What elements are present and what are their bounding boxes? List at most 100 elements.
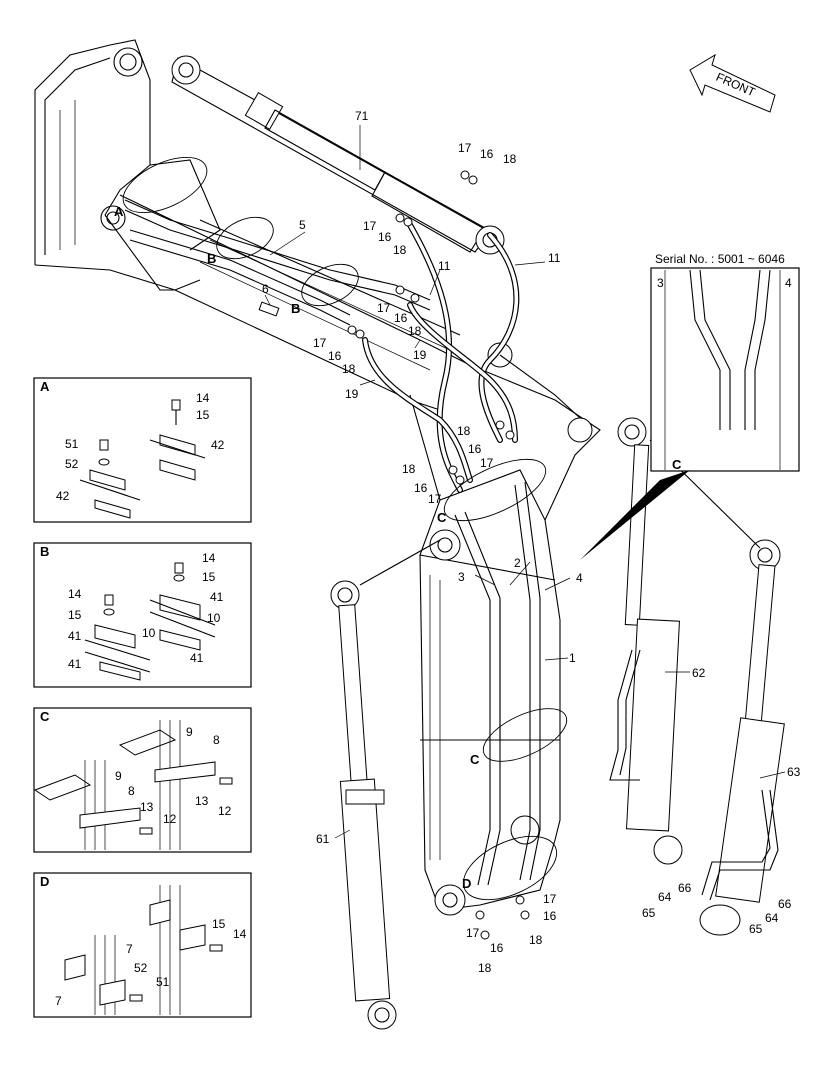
detail-b-label: 41 [68,657,82,671]
callout-63: 63 [787,765,801,779]
detail-a-label: 52 [65,457,79,471]
detail-c-label: 8 [213,733,220,747]
detail-a-label: 51 [65,437,79,451]
detail-c-label: 13 [140,800,154,814]
detail-box-d [33,872,252,1018]
callout-17: 17 [363,219,377,233]
serial-label: Serial No. : 5001 ~ 6046 [655,252,785,266]
inset-callout-3: 3 [657,276,664,290]
callout-18: 18 [408,324,422,338]
section-letter-c: C [437,510,447,525]
detail-a-label: 42 [211,438,225,452]
callout-64: 64 [658,890,672,904]
bucket-cylinder-63 [649,439,785,936]
callout-65: 65 [749,922,763,936]
callout-17: 17 [313,336,327,350]
front-arrow [689,53,776,113]
callout-5: 5 [299,218,306,232]
callout-17: 17 [543,892,557,906]
detail-c-label: 12 [218,804,232,818]
detail-d-label: 15 [212,917,226,931]
section-letter-a: A [114,204,124,219]
callout-17: 17 [458,141,472,155]
callout-18: 18 [393,243,407,257]
fittings [347,170,530,940]
detail-box-c [33,707,252,853]
callout-65: 65 [642,906,656,920]
callout-16: 16 [328,349,342,363]
callout-18: 18 [342,362,356,376]
callout-16: 16 [490,941,504,955]
callout-17: 17 [480,456,494,470]
detail-c-label: 12 [163,812,177,826]
hoses [362,222,520,493]
detail-a-label: 14 [196,391,210,405]
section-letter-b: B [207,251,216,266]
callout-16: 16 [480,147,494,161]
detail-c-title: C [40,709,50,724]
callout-16: 16 [378,230,392,244]
callout-11: 11 [548,251,561,265]
callout-16: 16 [543,909,557,923]
detail-c-label: 9 [115,769,122,783]
callout-4: 4 [576,571,583,585]
callout-2: 2 [514,556,521,570]
detail-d-label: 51 [156,975,170,989]
detail-box-b [33,542,252,688]
detail-c-label: 9 [186,725,193,739]
callout-1: 1 [569,651,576,665]
callout-62: 62 [692,666,706,680]
detail-b-label: 15 [202,570,216,584]
leader-lines [264,125,786,839]
detail-d-title: D [40,874,49,889]
callout-17: 17 [428,492,442,506]
section-letter-c: C [470,752,480,767]
boom-cylinder-71 [171,55,505,255]
detail-c-label: 8 [128,784,135,798]
detail-d-label: 52 [134,961,148,975]
section-letter-d: D [462,876,471,891]
callout-71: 71 [355,109,369,123]
detail-c-label: 13 [195,794,209,808]
detail-d-label: 14 [233,927,247,941]
callout-labels: 71 17 16 18 5 17 16 18 11 11 6 17 16 18 … [262,109,801,975]
callout-6: 6 [262,282,269,296]
detail-d-label: 7 [55,994,62,1008]
callout-18: 18 [503,152,517,166]
detail-b-label: 10 [142,626,156,640]
callout-18: 18 [402,462,416,476]
callout-17: 17 [466,926,480,940]
detail-b-label: 14 [68,587,82,601]
callout-19: 19 [345,387,359,401]
arm [409,342,601,916]
callout-19: 19 [413,348,427,362]
detail-b-label: 10 [207,611,221,625]
callout-17: 17 [377,301,391,315]
inset-callout-4: 4 [785,276,792,290]
detail-a-title: A [40,379,50,394]
callout-18: 18 [529,933,543,947]
detail-box-labels: A 14 15 42 51 52 42 B 14 15 41 10 14 15 … [40,379,247,1008]
detail-box-a [33,377,252,523]
callout-61: 61 [316,832,330,846]
callout-16: 16 [414,481,428,495]
detail-b-label: 41 [190,651,204,665]
detail-b-label: 41 [210,590,224,604]
detail-b-label: 14 [202,551,216,565]
callout-16: 16 [468,442,482,456]
detail-b-title: B [40,544,49,559]
detail-a-label: 42 [56,489,70,503]
callout-3: 3 [458,570,465,584]
callout-64: 64 [765,911,779,925]
arm-cylinder-61 [330,539,441,1030]
callout-18: 18 [478,961,492,975]
detail-b-label: 41 [68,629,82,643]
callout-11: 11 [438,259,451,273]
detail-d-label: 7 [126,942,133,956]
detail-a-label: 15 [196,408,210,422]
section-letters: A B B C C C D [114,204,682,891]
serial-inset [580,267,800,560]
section-letter-b: B [291,301,300,316]
